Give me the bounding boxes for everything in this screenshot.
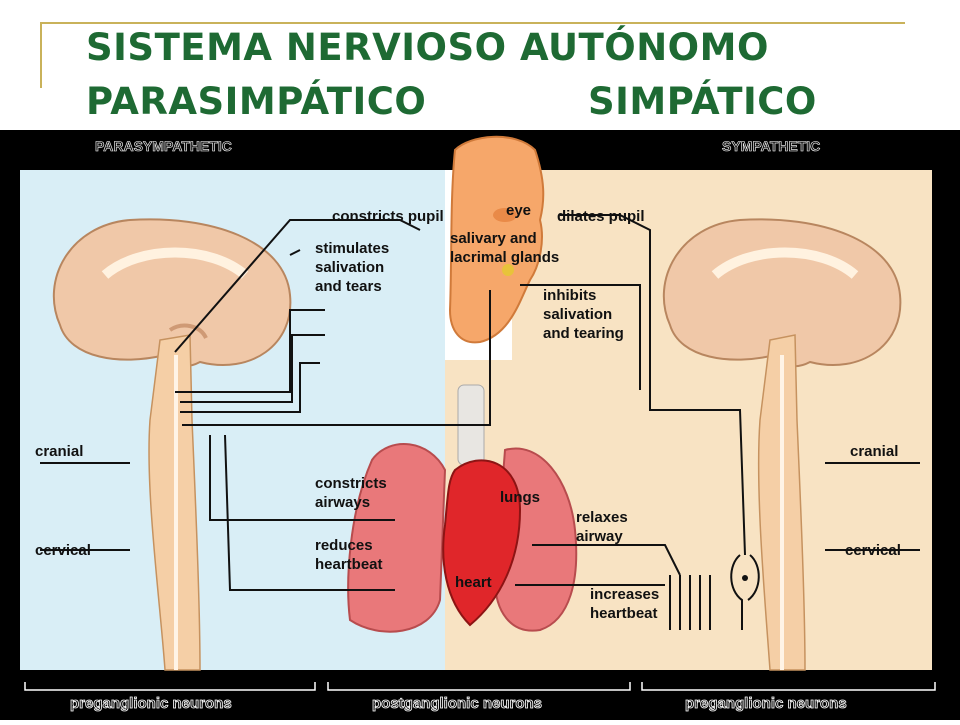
slide-header: SISTEMA NERVIOSO AUTÓNOMO PARASIMPÁTICO … — [0, 0, 960, 130]
label-constricts-airways-1: constricts — [315, 475, 387, 492]
label-dilates-pupil: dilates pupil — [557, 208, 645, 225]
label-stimulates-1: stimulates — [315, 240, 389, 257]
label-cervical-right: cervical — [845, 542, 901, 559]
label-stimulates-3: and tears — [315, 278, 382, 295]
sympathetic-heading: SYMPATHETIC — [722, 138, 820, 154]
label-eye: eye — [506, 202, 531, 219]
ganglion-dot — [742, 575, 748, 581]
label-preganglionic-left: preganglionic neurons — [70, 695, 232, 712]
autonomic-diagram: PARASYMPATHETIC SYMPATHETIC — [0, 130, 960, 720]
label-constricts-pupil: constricts pupil — [332, 208, 444, 225]
label-inhibits-2: salivation — [543, 306, 612, 323]
label-lungs: lungs — [500, 489, 540, 506]
salivary-gland-illustration — [502, 264, 514, 276]
decorative-line-left — [40, 22, 42, 88]
decorative-line-top — [40, 22, 905, 24]
label-inhibits-3: and tearing — [543, 325, 624, 342]
label-salivary-1: salivary and — [450, 230, 537, 247]
right-brain — [662, 218, 902, 671]
subtitle-sympathetic: SIMPÁTICO — [588, 80, 817, 123]
label-constricts-airways-2: airways — [315, 494, 370, 511]
label-cranial-left: cranial — [35, 443, 83, 460]
label-cranial-right: cranial — [850, 443, 898, 460]
label-postganglionic: postganglionic neurons — [372, 695, 542, 712]
left-lung-illustration — [347, 443, 447, 633]
head-illustration — [448, 135, 545, 344]
left-brain — [52, 218, 292, 671]
label-reduces-2: heartbeat — [315, 556, 383, 573]
slide-title: SISTEMA NERVIOSO AUTÓNOMO — [86, 26, 769, 69]
label-heart: heart — [455, 574, 492, 591]
bottom-brackets — [24, 682, 936, 691]
label-preganglionic-right: preganglionic neurons — [685, 695, 847, 712]
label-salivary-2: lacrimal glands — [450, 249, 559, 266]
label-relaxes-1: relaxes — [576, 509, 628, 526]
label-stimulates-2: salivation — [315, 259, 384, 276]
eye-illustration — [493, 208, 517, 222]
label-reduces-1: reduces — [315, 537, 373, 554]
label-cervical-left: cervical — [35, 542, 91, 559]
label-inhibits-1: inhibits — [543, 287, 596, 304]
label-increases-1: increases — [590, 586, 659, 603]
parasympathetic-heading: PARASYMPATHETIC — [95, 138, 232, 154]
nerve-pathways — [40, 214, 920, 630]
diagram-svg: PARASYMPATHETIC SYMPATHETIC — [20, 135, 936, 712]
label-increases-2: heartbeat — [590, 605, 658, 622]
label-relaxes-2: airway — [576, 528, 623, 545]
heart-illustration — [442, 459, 522, 627]
subtitle-parasympathetic: PARASIMPÁTICO — [86, 80, 427, 123]
